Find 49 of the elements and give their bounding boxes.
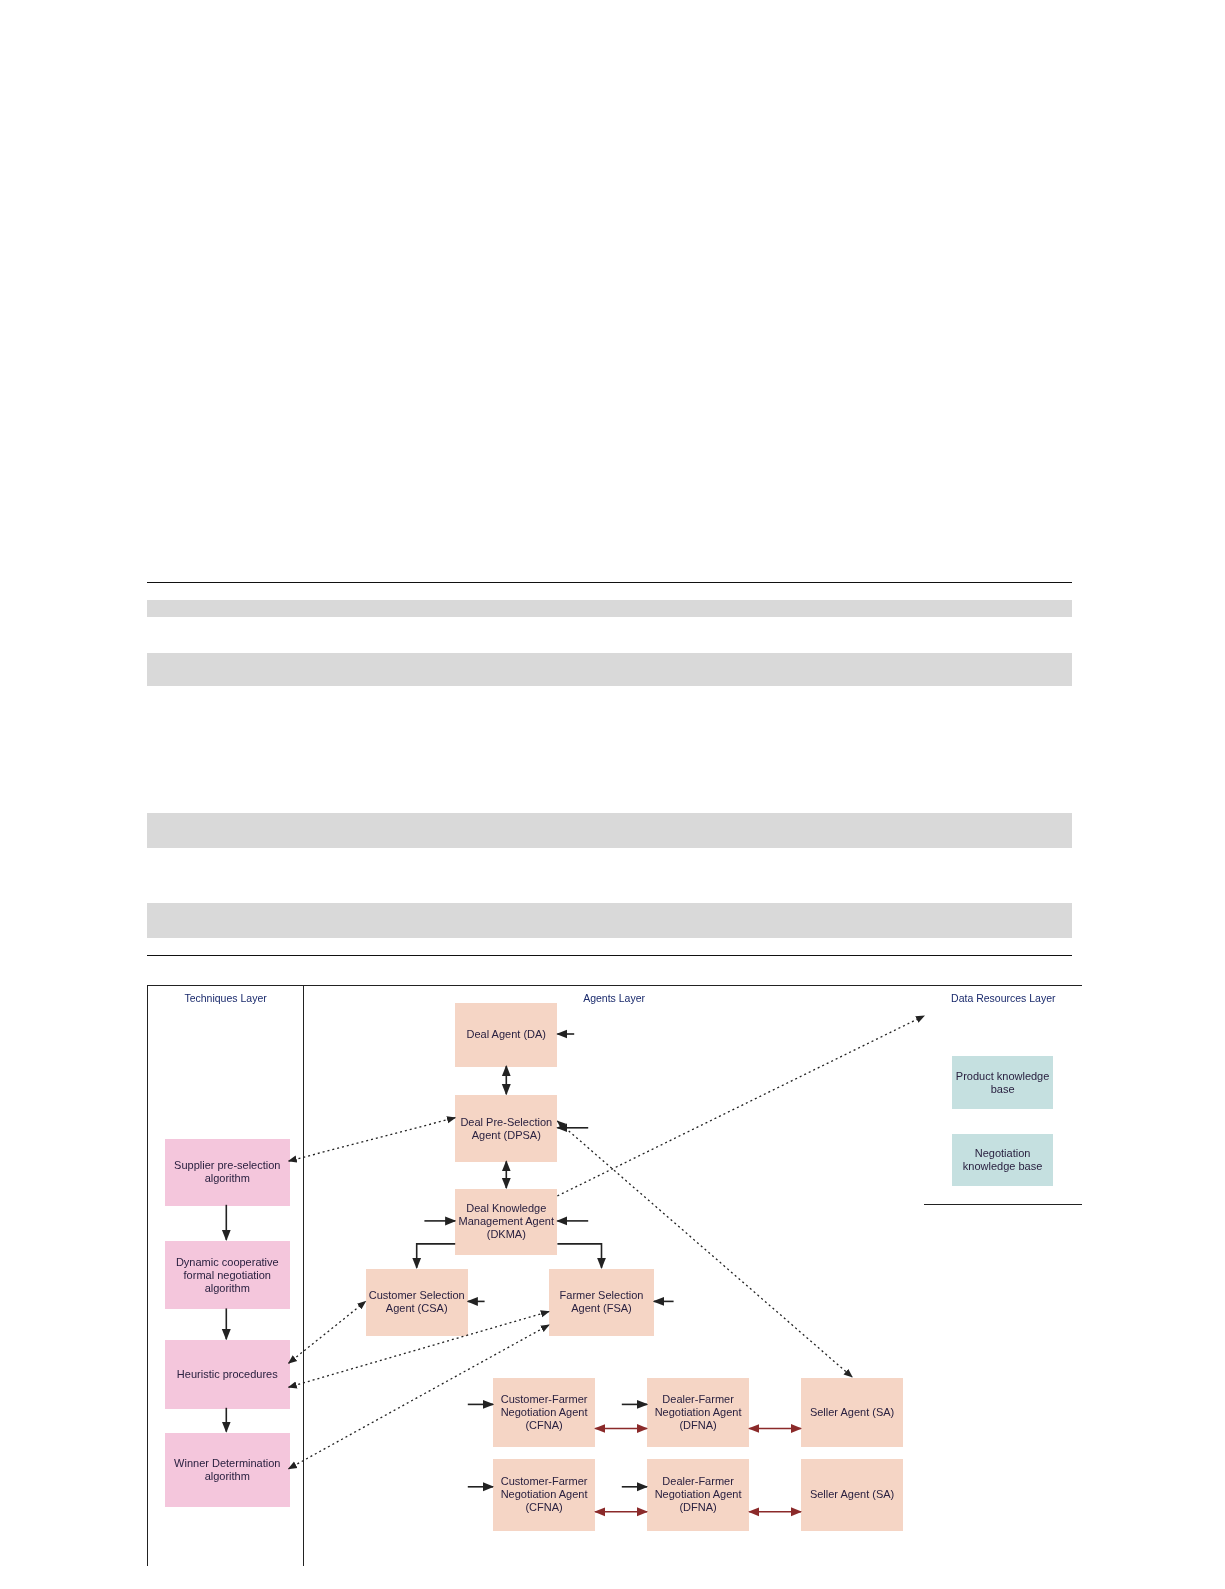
arrow	[621, 1482, 649, 1492]
agent-box: Customer-Farmer Negotiation Agent (CFNA)	[493, 1459, 596, 1531]
arrow	[652, 1296, 675, 1306]
layer-title: Techniques Layer	[184, 992, 267, 1004]
arrow	[594, 1424, 649, 1433]
dashed-arrow	[287, 1116, 457, 1163]
dashed-arrow	[287, 1310, 550, 1389]
layer-title: Data Resources Layer	[951, 992, 1056, 1004]
arrow	[221, 1204, 231, 1241]
agent-box: Deal Pre-Selection Agent (DPSA)	[455, 1095, 558, 1163]
agent-box: Dealer-Farmer Negotiation Agent (DFNA)	[647, 1378, 750, 1447]
arrow	[221, 1307, 231, 1341]
dashed-arrow	[287, 1324, 550, 1470]
dashed-arrow	[556, 1015, 925, 1197]
arrow	[466, 1296, 486, 1306]
arrow	[748, 1507, 803, 1517]
arrow	[556, 1216, 589, 1226]
arrow	[748, 1424, 803, 1433]
arrow	[501, 1160, 511, 1190]
arrow	[467, 1399, 495, 1409]
agent-box: Farmer Selection Agent (FSA)	[549, 1268, 654, 1336]
algorithm-box: Dynamic cooperative formal negotiation algorithm	[165, 1240, 290, 1310]
arrow	[412, 1243, 456, 1269]
layer-panel	[147, 985, 304, 1566]
arrow	[221, 1407, 231, 1433]
dashed-arrow	[287, 1300, 367, 1364]
agent-box: Deal Agent (DA)	[455, 1002, 558, 1068]
arrow	[594, 1507, 649, 1517]
arrow	[556, 1243, 606, 1269]
algorithm-box: Winner Determination algorithm	[165, 1432, 290, 1507]
arrow	[501, 1065, 511, 1096]
agent-box: Seller Agent (SA)	[801, 1378, 904, 1447]
algorithm-box: Heuristic procedures	[165, 1340, 290, 1409]
arrow	[556, 1029, 575, 1039]
arrow	[556, 1123, 589, 1133]
arrow	[423, 1216, 457, 1226]
agent-box: Dealer-Farmer Negotiation Agent (DFNA)	[647, 1459, 750, 1531]
agent-box: Seller Agent (SA)	[801, 1459, 904, 1531]
algorithm-box: Supplier pre-selection algorithm	[165, 1138, 290, 1206]
layer-panel	[924, 985, 1083, 1205]
agent-box: Customer-Farmer Negotiation Agent (CFNA)	[493, 1378, 596, 1447]
agent-box: Customer Selection Agent (CSA)	[365, 1268, 468, 1336]
knowledge-base-box: Negotiation knowledge base	[952, 1134, 1053, 1187]
layer-title: Agents Layer	[583, 992, 646, 1004]
arrow	[621, 1399, 649, 1409]
knowledge-base-box: Product knowledge base	[952, 1056, 1053, 1110]
dashed-arrow	[556, 1120, 853, 1378]
agent-box: Deal Knowledge Management Agent (DKMA)	[455, 1189, 558, 1255]
arrow	[467, 1482, 495, 1492]
